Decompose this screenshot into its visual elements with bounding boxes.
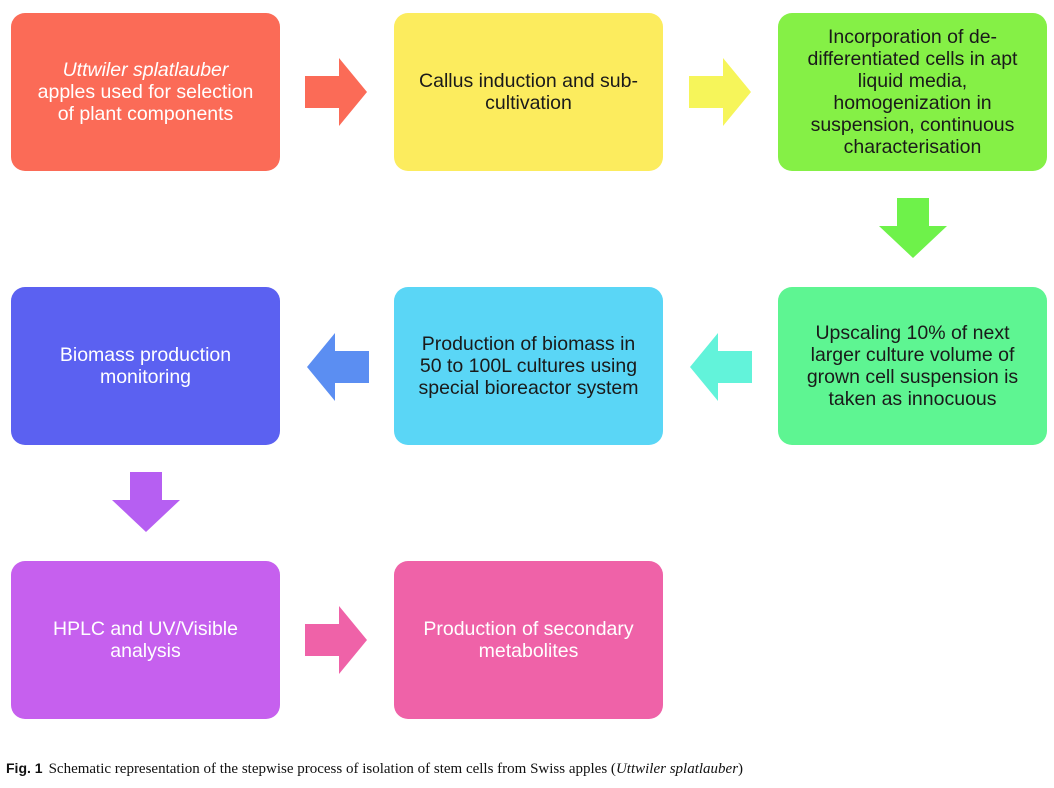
step-incorporation-line-2: differentiated cells in apt — [807, 48, 1018, 70]
step-biomass-production-line-3: special bioreactor system — [418, 377, 639, 399]
arrow-right-1-shape — [305, 58, 367, 126]
step-selection-line-2: apples used for selection — [37, 81, 254, 103]
arrow-left-1 — [690, 333, 752, 401]
arrow-right-2 — [689, 58, 751, 126]
arrow-down-2-shape — [112, 472, 180, 532]
caption-close-paren: ) — [738, 761, 744, 777]
figure-caption: Fig. 1 Schematic representation of the st… — [6, 760, 743, 778]
step-incorporation-box: Incorporation of de- differentiated cell… — [778, 13, 1047, 171]
arrow-left-2 — [307, 333, 369, 401]
arrow-right-2-shape — [689, 58, 751, 126]
step-biomass-production-line-2: 50 to 100L cultures using — [419, 355, 638, 377]
step-incorporation-line-3: liquid media, — [857, 70, 968, 92]
figure-label: Fig. 1 — [6, 760, 43, 776]
step-secondary-metabolites-box: Production of secondary metabolites — [394, 561, 663, 719]
step-upscaling-line-3: grown cell suspension is — [806, 366, 1019, 388]
step-hplc-line-1: HPLC and UV/Visible — [53, 618, 238, 640]
arrow-right-3-shape — [305, 606, 367, 674]
arrow-down-1-shape — [879, 198, 947, 258]
caption-text: Schematic representation of the stepwise… — [48, 761, 616, 777]
step-incorporation-line-5: suspension, continuous — [810, 114, 1015, 136]
step-callus-line-2: cultivation — [485, 92, 572, 114]
step-incorporation-line-1: Incorporation of de- — [827, 26, 998, 48]
step-biomass-monitoring-line-2: monitoring — [99, 366, 192, 388]
step-callus-line-1: Callus induction and sub- — [419, 70, 638, 92]
step-selection-line-1: Uttwiler splatlauber — [62, 59, 229, 81]
step-incorporation-line-6: characterisation — [843, 136, 982, 158]
step-callus-box: Callus induction and sub- cultivation — [394, 13, 663, 171]
step-upscaling-line-2: larger culture volume of — [810, 344, 1015, 366]
step-upscaling-line-1: Upscaling 10% of next — [815, 322, 1010, 344]
arrow-left-1-shape — [690, 333, 752, 401]
step-hplc-line-2: analysis — [110, 640, 181, 662]
arrow-down-1 — [879, 198, 947, 258]
arrow-left-2-shape — [307, 333, 369, 401]
step-biomass-monitoring-line-1: Biomass production — [59, 344, 232, 366]
step-biomass-production-line-1: Production of biomass in — [421, 333, 636, 355]
step-secondary-metabolites-line-2: metabolites — [478, 640, 579, 662]
caption-italic-species: Uttwiler splatlauber — [615, 761, 739, 777]
step-upscaling-box: Upscaling 10% of next larger culture vol… — [778, 287, 1047, 445]
arrow-down-2 — [112, 472, 180, 532]
step-secondary-metabolites-line-1: Production of secondary — [423, 618, 634, 640]
arrow-right-1 — [305, 58, 367, 126]
step-biomass-production-box: Production of biomass in 50 to 100L cult… — [394, 287, 663, 445]
step-upscaling-line-4: taken as innocuous — [828, 388, 997, 410]
step-biomass-monitoring-box: Biomass production monitoring — [11, 287, 280, 445]
step-selection-box: Uttwiler splatlauber apples used for sel… — [11, 13, 280, 171]
arrow-right-3 — [305, 606, 367, 674]
step-incorporation-line-4: homogenization in — [833, 92, 992, 114]
step-selection-line-3: of plant components — [57, 103, 234, 125]
step-hplc-box: HPLC and UV/Visible analysis — [11, 561, 280, 719]
